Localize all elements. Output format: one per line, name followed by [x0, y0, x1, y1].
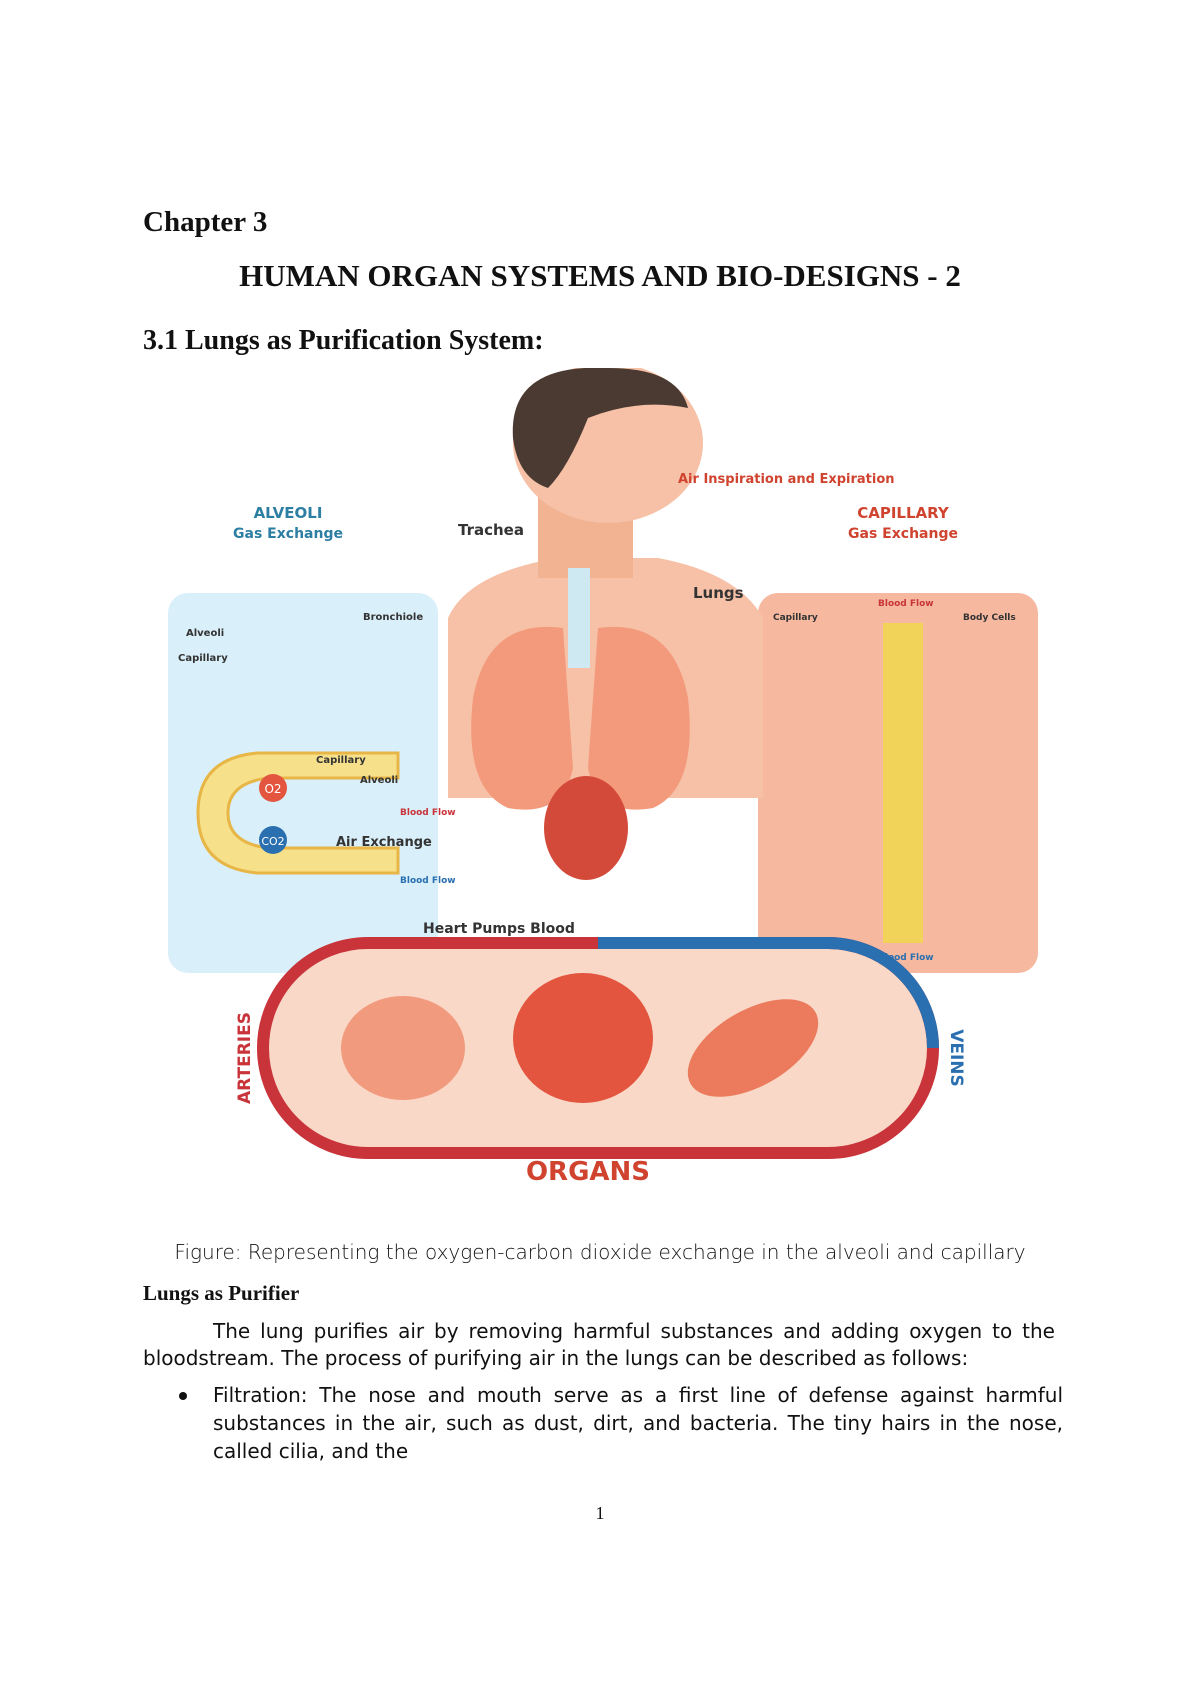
brain-icon: [341, 996, 465, 1100]
bronchiole-label: Bronchiole: [363, 612, 423, 623]
lungs-label: Lungs: [693, 584, 744, 602]
right-lung: [588, 626, 690, 810]
organs-label: ORGANS: [526, 1157, 650, 1187]
alveolus-shape: [196, 751, 400, 875]
co2-label: CO2: [261, 835, 284, 848]
co2-molecule: [259, 826, 287, 854]
capillary-title: CAPILLARY: [857, 504, 950, 522]
cap-blood-flow-bottom: Blood Flow: [878, 953, 934, 963]
capillary-inner-label: Capillary: [316, 755, 366, 766]
liver-icon: [513, 973, 653, 1103]
o2-molecule: [259, 774, 287, 802]
cap-blood-flow-top: Blood Flow: [878, 599, 934, 609]
o2-label: O2: [264, 782, 281, 796]
capillary-subtitle: Gas Exchange: [848, 526, 958, 542]
air-exchange-label: Air Exchange: [336, 835, 432, 850]
body-paragraph: The lung purifies air by removing harmfu…: [143, 1319, 1055, 1370]
trachea-label: Trachea: [458, 521, 524, 539]
cap-capillary-label: Capillary: [773, 613, 818, 623]
heart-shape: [544, 776, 628, 880]
bullet-icon: [179, 1392, 187, 1400]
heart-label: Heart Pumps Blood: [423, 921, 575, 937]
arteries-label: ARTERIES: [235, 1012, 255, 1104]
muscle-icon: [687, 999, 819, 1097]
trachea-tube: [568, 568, 590, 668]
section-heading: 3.1 Lungs as Purification System:: [143, 325, 544, 356]
hair-shape: [512, 368, 688, 488]
page-number: 1: [595, 1503, 605, 1523]
capillary-vessel: [883, 623, 923, 943]
bullet-list: Filtration: The nose and mouth serve as …: [143, 1381, 1063, 1465]
air-label: Air Inspiration and Expiration: [678, 472, 895, 487]
cap-body-cells-label: Body Cells: [963, 613, 1016, 623]
respiratory-figure: O2 CO2 Air Inspiration and Expiration AL…: [168, 368, 1048, 1235]
blood-flow-label-1: Blood Flow: [400, 808, 456, 818]
capillary-small-label: Capillary: [178, 653, 228, 664]
alveoli-panel: [168, 593, 438, 973]
vein-path: [598, 937, 939, 1049]
figure-caption: Figure: Representing the oxygen-carbon d…: [174, 1240, 1026, 1264]
respiratory-illustration: O2 CO2 Air Inspiration and Expiration AL…: [168, 368, 1038, 1187]
alveoli-subtitle: Gas Exchange: [233, 526, 343, 542]
bullet-item: Filtration: The nose and mouth serve as …: [143, 1381, 1063, 1465]
veins-label: VEINS: [946, 1029, 966, 1087]
alveoli-title: ALVEOLI: [254, 504, 323, 522]
chapter-title: HUMAN ORGAN SYSTEMS AND BIO-DESIGNS - 2: [239, 258, 961, 293]
bullet-text: Filtration: The nose and mouth serve as …: [213, 1383, 1063, 1463]
left-lung: [471, 626, 573, 810]
alveoli-inner-label: Alveoli: [360, 775, 398, 786]
alveoli-small-label: Alveoli: [186, 628, 224, 639]
sub-heading: Lungs as Purifier: [143, 1281, 300, 1305]
blood-flow-label-2: Blood Flow: [400, 876, 456, 886]
chapter-label: Chapter 3: [143, 206, 268, 238]
